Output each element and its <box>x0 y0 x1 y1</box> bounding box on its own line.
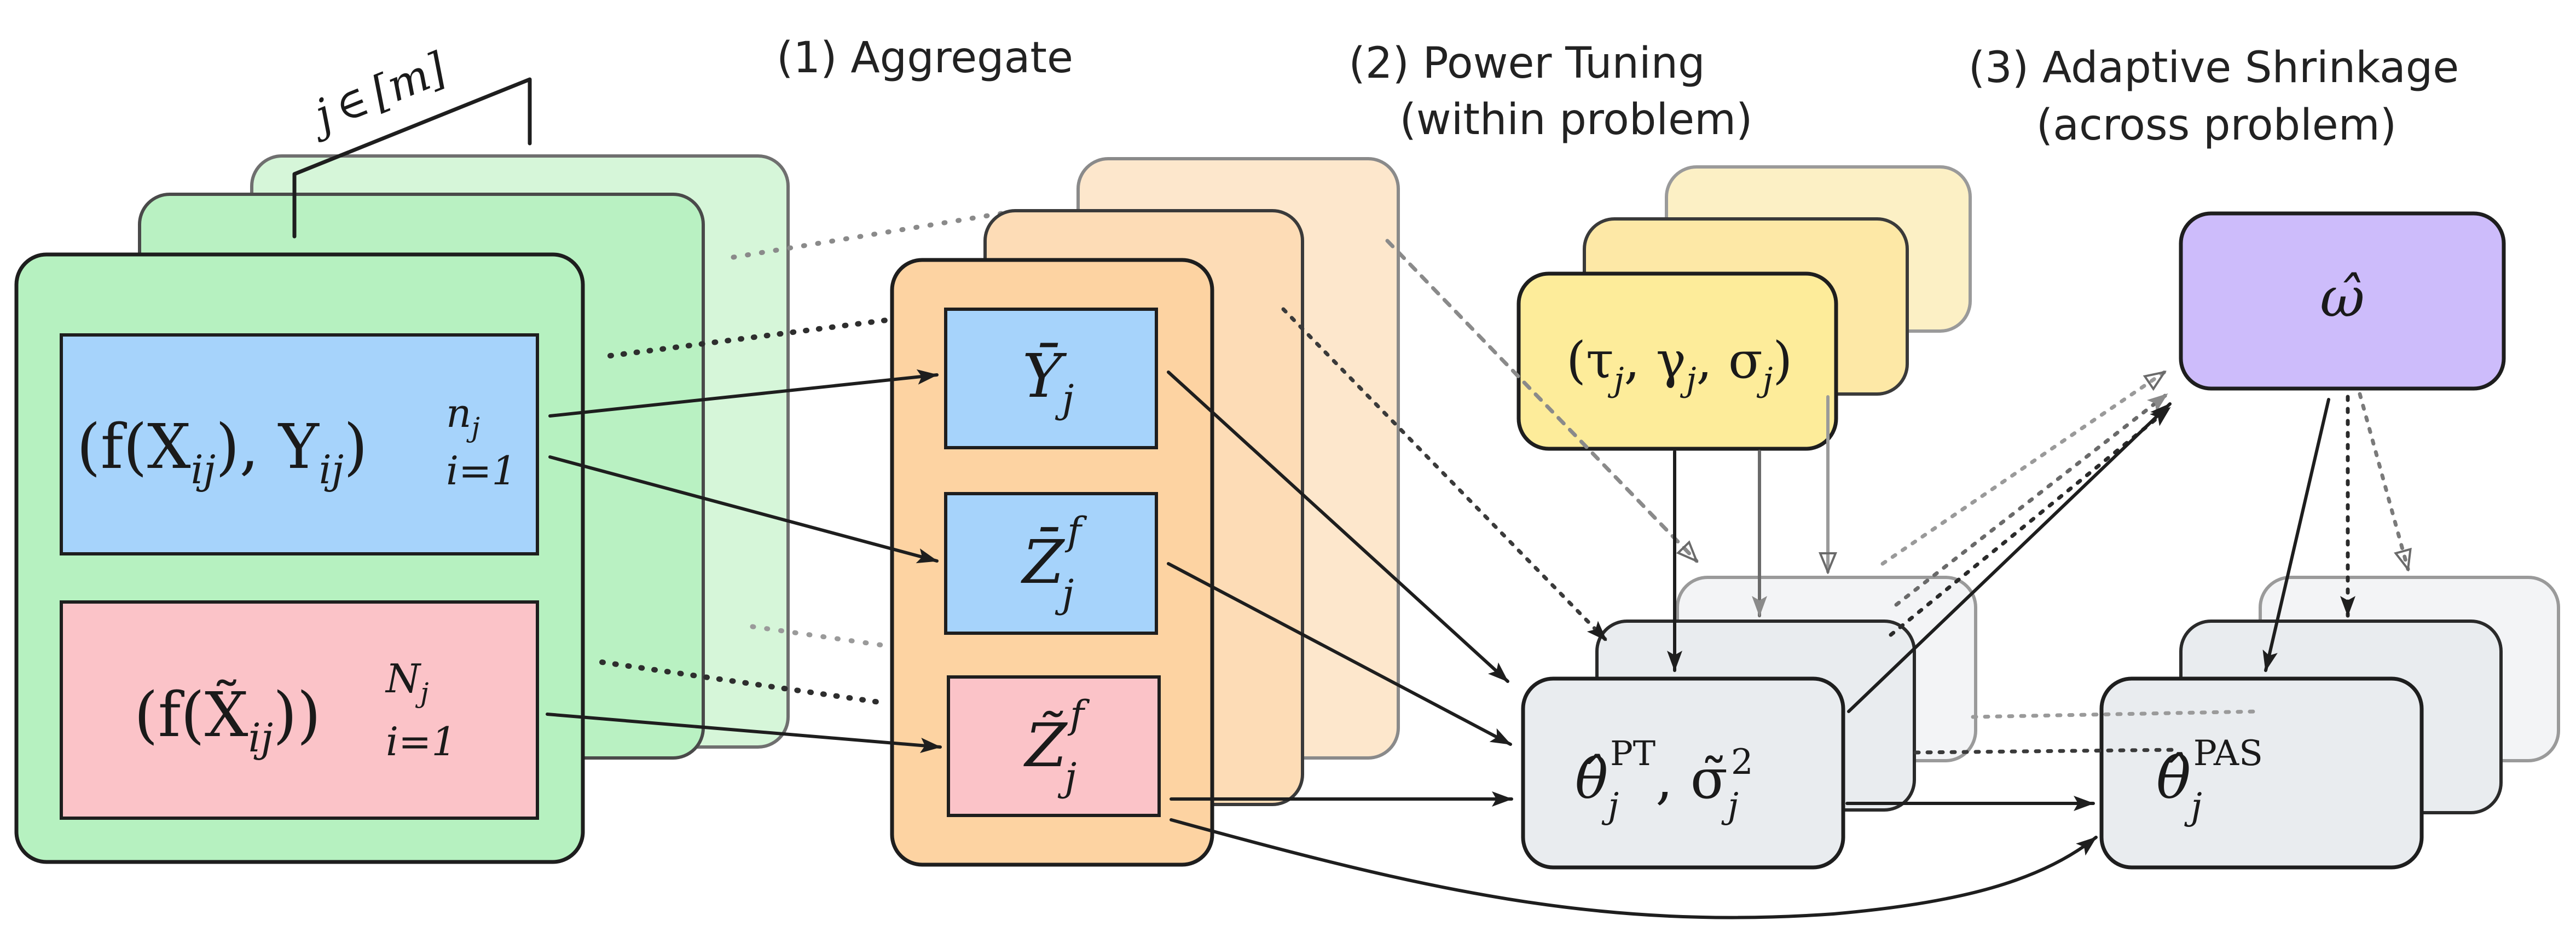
dotted-pt-mid-to-omega-b <box>1889 406 2172 637</box>
aggregate-arrows <box>546 369 942 753</box>
z-tilde-label: Z̃j <box>1023 710 1076 800</box>
unlabeled-data-box <box>60 600 539 820</box>
solid-arrows <box>1167 371 2330 919</box>
stack-connectors <box>599 211 1004 706</box>
z-tilde-box <box>947 675 1161 817</box>
dotted-orange-mid-to-pt <box>1281 307 1608 642</box>
stage-shrinkage-label: (3) Adaptive Shrinkage <box>1969 43 2459 92</box>
pt-panel-front <box>1521 676 1845 870</box>
dotted-pt-mid-to-omega-a <box>1894 392 2169 607</box>
labeled-data-label: (f(Xij), Yij) <box>77 412 368 493</box>
tuning-stack <box>1516 165 1972 451</box>
arrow-zbar-to-pt <box>1167 562 1512 746</box>
stage-shrinkage-sublabel: (across problem) <box>2036 101 2396 150</box>
arrow-omega-to-pas <box>2262 398 2330 672</box>
pas-panel-front <box>2099 676 2424 870</box>
pas-estimate-label: θ̂jPAS <box>2156 733 2263 827</box>
dotted-pt-back-to-omega <box>1880 370 2164 566</box>
index-label: j ∈ [m] <box>300 43 453 144</box>
unlabeled-data-lower-limit: i=1 <box>386 719 456 765</box>
arrow-pt-to-omega <box>1847 402 2172 713</box>
pas-estimate-stack <box>2099 576 2560 870</box>
omega-box <box>2179 211 2506 391</box>
unlabeled-data-label: (f(X̃ij)) <box>134 680 321 761</box>
pt-estimate-label: θ̂jPT, σ̃j2 <box>1575 733 1753 826</box>
y-bar-label: Ȳj <box>1022 341 1074 421</box>
stage-power-tuning-sublabel: (within problem) <box>1400 95 1753 144</box>
dotted-connectors <box>1281 239 2408 755</box>
dotted-orange-back-to-pt <box>1385 239 1697 561</box>
arrow-ybar-to-pt <box>1167 371 1509 683</box>
dotted-omega-to-pas-back <box>2358 392 2408 569</box>
labeled-data-lower-limit: i=1 <box>446 448 517 494</box>
omega-label: ω̂ <box>2320 265 2365 329</box>
dotted-pt-to-pas-back <box>1971 709 2260 719</box>
stage-aggregate-label: (1) Aggregate <box>777 33 1073 83</box>
y-bar-box <box>944 308 1158 449</box>
unlabeled-data-upper-limit: Nj <box>385 656 429 709</box>
z-bar-label: Z̄j <box>1021 527 1074 616</box>
pt-estimate-stack <box>1521 576 1977 870</box>
stage-power-tuning-label: (2) Power Tuning <box>1348 39 1705 88</box>
tuning-params-label: (τj, γj, σj) <box>1566 331 1792 399</box>
arrow-labeled-to-zbar <box>548 455 939 564</box>
labeled-data-box <box>60 333 539 555</box>
labeled-data-upper-limit: nj <box>446 390 480 443</box>
arrow-unlabeled-to-ztilde <box>546 713 942 753</box>
arrow-labeled-to-ybar <box>548 369 939 418</box>
tuning-panel-front <box>1516 271 1838 451</box>
arrow-ztilde-to-pas <box>1170 818 2098 919</box>
z-bar-box <box>944 492 1158 635</box>
dotted-pt-to-pas-mid <box>1913 748 2180 755</box>
